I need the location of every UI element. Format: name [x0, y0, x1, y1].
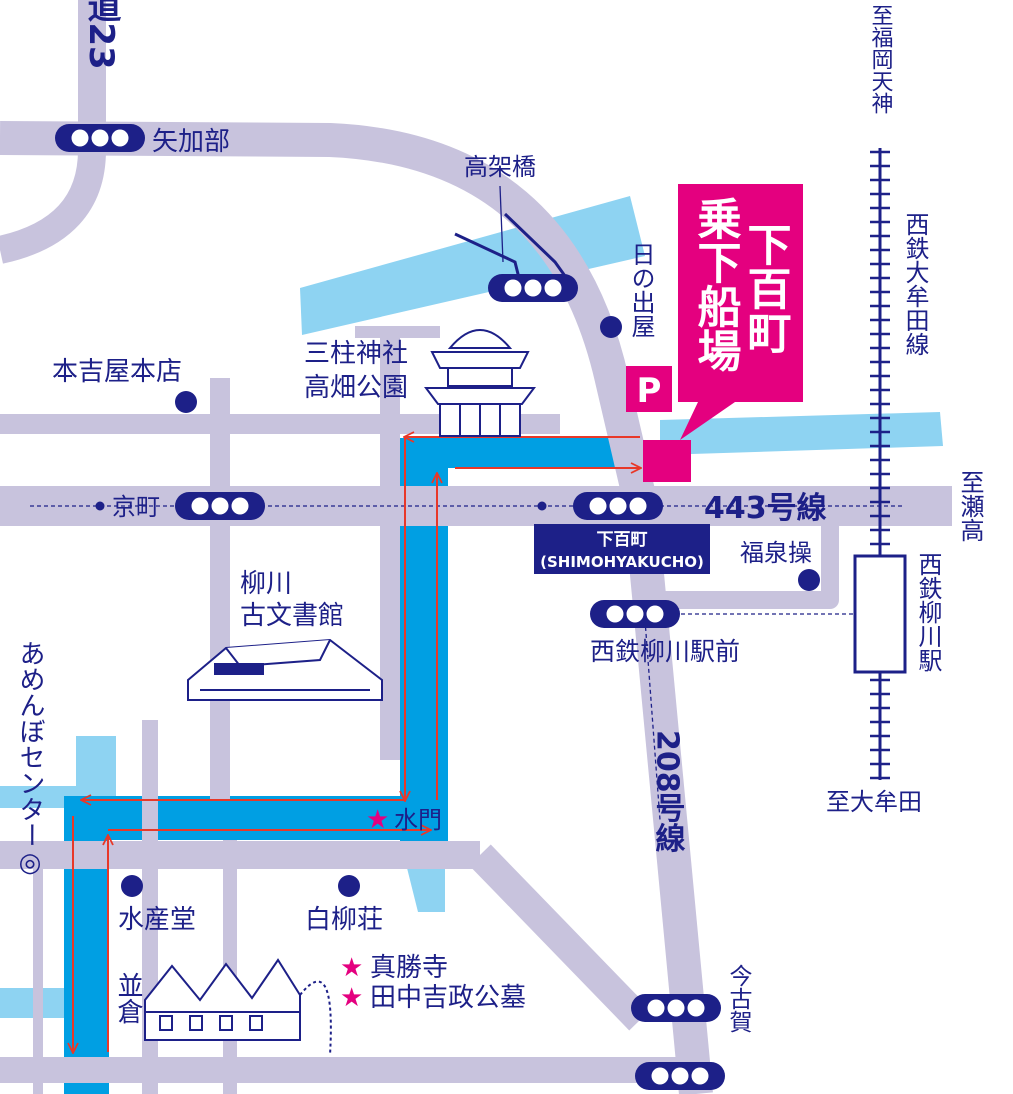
shimohyakucho-dot — [537, 501, 547, 511]
viaduct-leader — [499, 185, 504, 263]
bus-stop-viaduct-icon — [488, 274, 578, 302]
archive-building-illustration — [187, 638, 383, 701]
pier-callout-box — [678, 184, 803, 440]
tanaka-grave-label: 田中吉政公墓 — [370, 983, 526, 1013]
bus-stop-imakoga-label: 今古賀 — [725, 964, 753, 1033]
dashed-lines — [30, 505, 905, 821]
railway-line-label: 西鉄大牟田線 — [901, 212, 929, 356]
bus-stop-nishitetsu-mae-icon — [590, 600, 680, 628]
moat-west — [64, 796, 109, 1094]
route-443-label: 443号線 — [704, 491, 827, 526]
fukusensou-dot — [798, 569, 820, 591]
hinodeya-dot — [600, 316, 622, 338]
bus-stop-shimohyakucho-icon — [573, 492, 663, 520]
tanaka-grave-star: ★ — [340, 983, 363, 1013]
shimohyakucho-label-box — [534, 524, 710, 574]
bus-stop-imakoga-icon — [631, 994, 721, 1022]
bus-stop-shimohyakucho-label: 下百町 — [597, 530, 648, 550]
amenbo-label: あめんぼセンター◎ — [15, 640, 45, 878]
road-prefectural-23 — [0, 0, 106, 264]
road-diagonal-south — [469, 844, 651, 1031]
bus-stop-yakabe-icon — [55, 124, 145, 152]
railway-to-north-label: 至福岡天神 — [868, 4, 894, 114]
suisando-dot — [121, 875, 143, 897]
shrine-illustration — [424, 329, 536, 437]
shiroyanagi-dot — [338, 875, 360, 897]
parking-label: P — [637, 371, 662, 411]
railway-line — [870, 148, 890, 780]
shinshoji-star: ★ — [340, 953, 363, 983]
namikura-label: 並倉 — [113, 972, 143, 1024]
bus-stop-shimohyakucho-en-label: (SHIMOHYAKUCHO) — [540, 553, 704, 571]
parking-sign — [626, 366, 672, 412]
canal-south — [405, 860, 445, 912]
suisando-label: 水産堂 — [118, 905, 196, 935]
shrine-label-line2: 高畑公園 — [304, 373, 408, 403]
motoyoshiya-label: 本吉屋本店 — [52, 357, 182, 387]
archive-label-line1: 柳川 — [240, 569, 292, 599]
suimon-label: 水門 — [394, 806, 442, 834]
shiroyanagi-label: 白柳荘 — [305, 905, 383, 935]
suimon-star: ★ — [366, 805, 389, 835]
bus-stop-nishitetsu-mae-label: 西鉄柳川駅前 — [590, 637, 740, 666]
route-208-label: 208号線 — [650, 730, 686, 853]
route-208-center-line — [644, 619, 661, 821]
road-prefectural-23-label: 県道23 — [81, 0, 121, 70]
canal-east — [660, 412, 943, 455]
road-fukusensou — [660, 506, 839, 609]
bus-stop-kyomachi-icon — [175, 492, 265, 520]
bus-stop-yakabe-label: 矢加部 — [152, 127, 230, 157]
hinodeya-label: 日の出屋 — [627, 242, 655, 338]
landmark-dots — [121, 316, 820, 897]
station-name-label: 西鉄柳川駅 — [914, 552, 942, 672]
shrine-label-line1: 三柱神社 — [304, 339, 408, 369]
bus-stop-bottom-icon — [635, 1062, 725, 1090]
motoyoshiya-dot — [175, 391, 197, 413]
archive-label-line2: 古文書館 — [240, 601, 344, 631]
boat-route-arrows — [73, 437, 640, 1052]
pier-marker — [643, 440, 691, 482]
fukusensou-label: 福泉操 — [740, 539, 812, 567]
road-yakabe-curve — [0, 121, 713, 1094]
labels: 県道23 矢加部 高架橋 日の出屋 本吉屋本店 三柱神社 高畑公園 京町 443… — [15, 0, 984, 1033]
kyomachi-dot — [95, 501, 105, 511]
shinshoji-label: 真勝寺 — [370, 953, 448, 983]
viaduct-label: 高架橋 — [464, 153, 536, 181]
pier-name-line2: 乗下船場 — [690, 196, 742, 372]
railway-to-east-label: 至瀬高 — [956, 470, 984, 542]
bus-stop-kyomachi-label: 京町 — [112, 493, 160, 521]
nishitetsu-yanagawa-station — [853, 554, 907, 674]
warehouse-illustration — [144, 958, 332, 1056]
canal-amenbo — [76, 736, 116, 796]
railway-to-south-label: 至大牟田 — [826, 788, 922, 816]
pier-name-line1: 下百町 — [740, 222, 791, 354]
